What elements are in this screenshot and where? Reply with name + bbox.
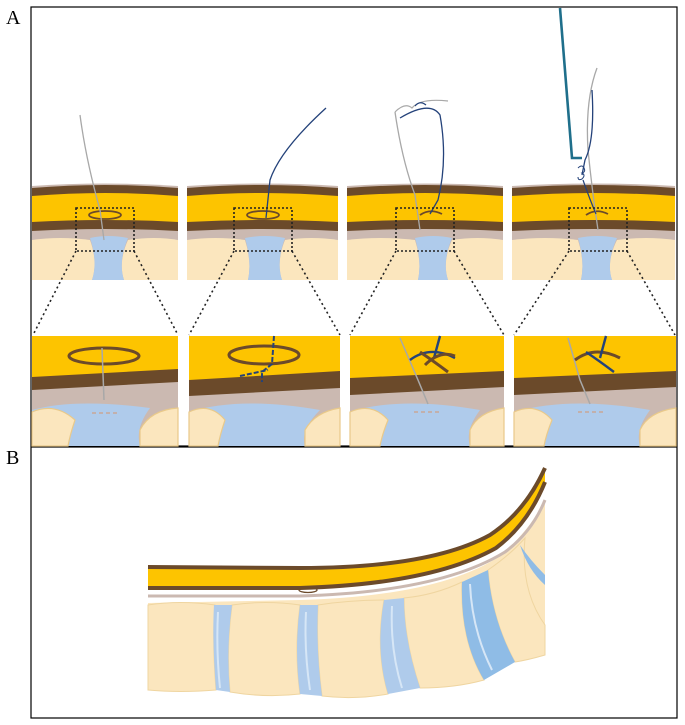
panel-label-b: B [6, 447, 20, 469]
step-1-zoom [31, 336, 179, 447]
vertebra [487, 536, 546, 663]
disc [461, 570, 515, 680]
zoom-box-2 [233, 207, 293, 252]
panel-label-a: A [6, 7, 21, 29]
vertebra [227, 602, 301, 697]
disc [380, 598, 420, 694]
step-1-overview [32, 114, 178, 280]
step-2-zoom [188, 335, 341, 447]
step-3-zoom [349, 335, 505, 447]
vertebra [317, 599, 389, 699]
disc [520, 545, 545, 585]
zoom-box-1 [75, 207, 135, 252]
step-4-zoom [513, 335, 677, 447]
step-4-overview [512, 7, 675, 280]
step-2-overview [187, 107, 338, 280]
zoom-connectors [32, 250, 676, 336]
zoom-box-4 [568, 207, 628, 252]
panel-b-frame [30, 446, 678, 719]
vertebra [147, 602, 217, 692]
zoom-box-3 [395, 207, 455, 252]
disc [297, 605, 322, 696]
spine-illustration [147, 467, 547, 699]
step-3-overview [347, 99, 503, 280]
